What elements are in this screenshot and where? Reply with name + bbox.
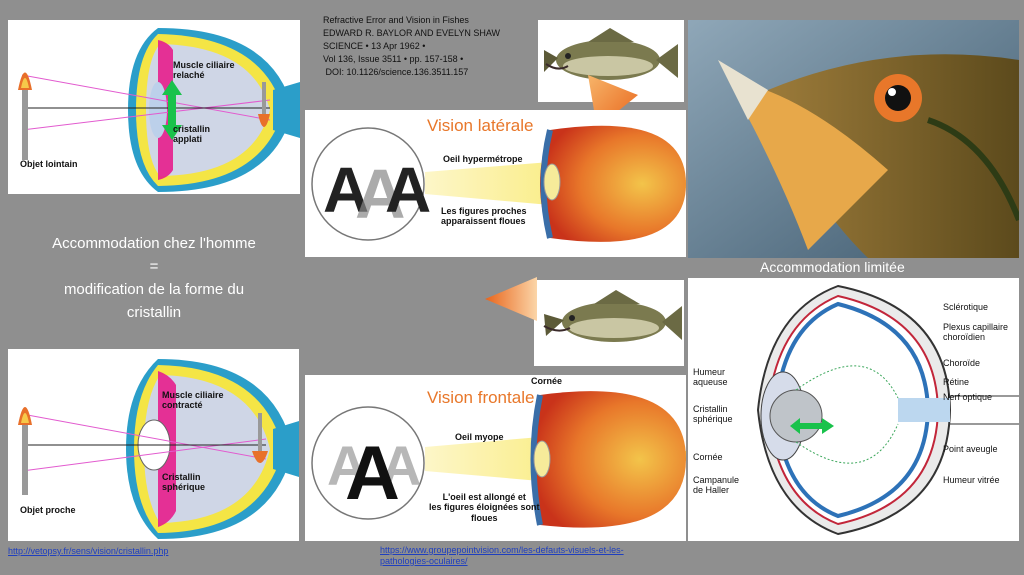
- orange-vision-cone-middle: [485, 277, 537, 321]
- label-point-aveugle: Point aveugle: [943, 444, 998, 454]
- accommodation-line-3: modification de la forme du: [63, 281, 245, 298]
- reference-line-3: SCIENCE • 13 Apr 1962 •: [323, 41, 426, 51]
- lateral-vision-illustration: A A A: [311, 125, 686, 242]
- eye-near-illustration: [18, 359, 299, 539]
- fish-eye-anatomy-illustration: [756, 284, 1019, 536]
- reference-line-5: DOI: 10.1126/science.136.3511.157: [323, 67, 469, 77]
- accommodation-line-1: Accommodation chez l'homme: [52, 235, 256, 252]
- limited-accommodation-title: Accommodation limitée: [760, 259, 905, 275]
- fish-closeup-photo: [688, 20, 1019, 258]
- frontal-vision-illustration: A A A: [311, 391, 686, 528]
- accommodation-human-text: Accommodation chez l'homme = modificatio…: [8, 232, 300, 324]
- label-lens-spherical: Cristallin sphérique: [162, 472, 206, 493]
- fish-closeup-illustration: [688, 20, 1019, 258]
- lateral-label-near-blurry: Les figures proches apparaissent floues: [441, 206, 527, 227]
- label-retine: Rétine: [943, 377, 970, 387]
- label-muscle-contracted: Muscle ciliaire contracté: [162, 390, 224, 411]
- human-eye-far-diagram: Muscle ciliaire relaché cristallin appla…: [8, 20, 300, 194]
- label-campanule: Campanule de Haller: [693, 475, 740, 496]
- label-sclerotique: Sclérotique: [943, 302, 989, 312]
- svg-text:A: A: [323, 154, 369, 226]
- label-cornee: Cornée: [693, 452, 723, 462]
- frontal-vision-panel: A A A Vision frontale Cornée Oeil myope …: [305, 375, 686, 541]
- frontal-vision-title: Vision frontale: [427, 388, 535, 407]
- lateral-label-hypermetropic: Oeil hypermétrope: [443, 154, 523, 164]
- fish-front-illustration: [543, 290, 682, 342]
- eye-far-illustration: [18, 28, 300, 192]
- human-eye-near-diagram: Muscle ciliaire contracté Cristallin sph…: [8, 349, 299, 541]
- label-choroide: Choroïde: [943, 358, 981, 368]
- svg-text:A: A: [355, 155, 406, 233]
- svg-text:A: A: [345, 431, 400, 516]
- label-near-object: Objet proche: [20, 505, 76, 515]
- fish-eye-anatomy-diagram: Sclérotique Plexus capillaire choroïdien…: [688, 278, 1019, 541]
- link-groupepointvision[interactable]: https://www.groupepointvision.com/les-de…: [380, 545, 624, 566]
- lateral-vision-panel: A A A Vision latérale Oeil hypermétrope …: [305, 110, 686, 257]
- reference-citation: Refractive Error and Vision in Fishes ED…: [323, 14, 500, 79]
- label-nerf-optique: Nerf optique: [943, 392, 993, 402]
- fish-side-illustration: [544, 28, 678, 80]
- label-cristallin: Cristallin sphérique: [693, 404, 733, 425]
- accommodation-line-2: =: [149, 258, 159, 275]
- reference-line-1: Refractive Error and Vision in Fishes: [323, 15, 469, 25]
- label-lens-flat: cristallin applati: [173, 124, 211, 145]
- link-vetopsy[interactable]: http://vetopsy.fr/sens/vision/cristallin…: [8, 546, 169, 556]
- lateral-vision-title: Vision latérale: [427, 116, 534, 135]
- svg-text:A: A: [381, 434, 421, 497]
- reference-line-2: EDWARD R. BAYLOR AND EVELYN SHAW: [323, 28, 501, 38]
- label-humeur-vitree: Humeur vitrée: [943, 475, 1000, 485]
- label-distant-object: Objet lointain: [20, 159, 78, 169]
- reference-line-4: Vol 136, Issue 3511 • pp. 157-158 •: [323, 54, 464, 64]
- fish-front-image: [534, 280, 684, 366]
- frontal-label-cornea: Cornée: [531, 376, 563, 386]
- label-humeur-aqueuse: Humeur aqueuse: [693, 367, 728, 388]
- svg-text:A: A: [385, 154, 431, 226]
- frontal-label-far-blurry: L'oeil est allongé et les figures éloign…: [429, 492, 540, 523]
- label-plexus: Plexus capillaire choroïdien: [943, 322, 1009, 343]
- frontal-label-myopic: Oeil myope: [455, 432, 504, 442]
- svg-text:A: A: [327, 434, 367, 497]
- accommodation-line-4: cristallin: [126, 304, 182, 321]
- label-muscle-relaxed: Muscle ciliaire relaché: [173, 60, 235, 81]
